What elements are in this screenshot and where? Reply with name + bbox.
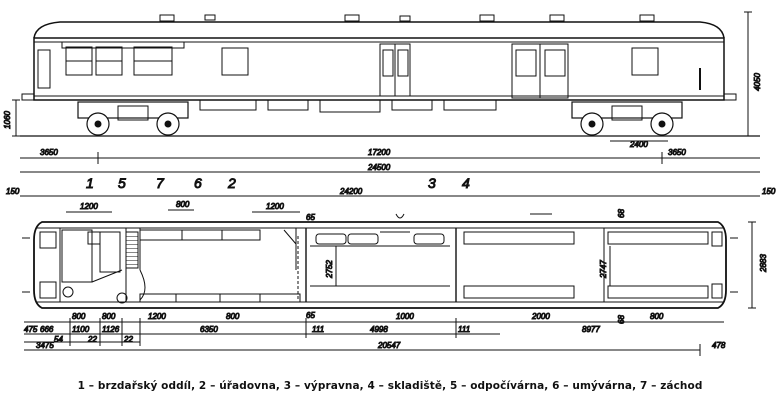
plan-inner-dimension: 65 (306, 311, 315, 320)
plan-bottom-dimension-lines (24, 318, 724, 356)
length-dimension: 3650 (40, 148, 58, 157)
roof-vent (159, 14, 175, 22)
plan-dimension: 800 (226, 312, 240, 321)
compartment-width: 2752 (325, 260, 334, 279)
plan-dimension: 1200 (148, 312, 166, 321)
plan-dimension: 1000 (396, 312, 414, 321)
room-label: 6 (194, 175, 202, 191)
plan-dimension: 1100 (72, 325, 90, 334)
body-length: 24200 (339, 187, 363, 196)
upper-panel (61, 41, 185, 49)
plan-dimension: 2000 (531, 312, 550, 321)
plan-dimension: 1200 (80, 202, 98, 211)
bogie-base-dimension: 2400 (629, 140, 648, 149)
floor-plan (22, 213, 756, 309)
underframe-box (319, 99, 381, 113)
plan-dimension: 54 (54, 335, 63, 344)
compartment-width: 2747 (599, 260, 608, 279)
room-label: 7 (156, 175, 165, 191)
roof (33, 21, 725, 39)
toilet-bowl (62, 286, 74, 298)
plan-dimension: 800 (102, 312, 116, 321)
plan-dimension: 8977 (582, 325, 600, 334)
plan-dimension: 6350 (200, 325, 218, 334)
plan-dimension: 4998 (370, 325, 388, 334)
plan-dimension: 3475 (36, 341, 54, 350)
roof-vent (344, 14, 360, 22)
plan-dimension: 1200 (266, 202, 284, 211)
end-door (37, 49, 51, 89)
buffer (21, 93, 35, 101)
underframe-box (267, 99, 309, 111)
plan-inner-dimension: 65 (306, 213, 315, 222)
floor-height-dimension: 1060 (3, 111, 12, 129)
room-label: 3 (428, 175, 436, 191)
legend-caption: 1 – brzdařský oddíl, 2 – úřadovna, 3 – v… (77, 380, 703, 392)
plan-dimension: 111 (312, 325, 324, 334)
roof-vent (399, 15, 411, 22)
overall-length: 24500 (367, 163, 391, 172)
plan-outline (33, 221, 727, 309)
roof-vent (479, 14, 495, 22)
window (631, 47, 659, 76)
plan-dimension: 475 (24, 325, 38, 334)
underframe-box (443, 99, 497, 111)
plan-dimension: 22 (123, 335, 133, 344)
plan-dimension: 20547 (377, 341, 401, 350)
length-dimension-lines (20, 152, 760, 197)
plan-dimension: 1126 (102, 325, 120, 334)
bogie-left (77, 101, 189, 136)
plan-inner-dimension: 68 (617, 209, 626, 218)
room-label: 5 (118, 175, 126, 191)
plan-dimension: 478 (712, 341, 726, 350)
length-dimension: 17200 (368, 148, 391, 157)
plan-dimension: 800 (650, 312, 664, 321)
length-dimension: 150 (762, 187, 776, 196)
room-label: 1 (86, 175, 94, 191)
room-label: 4 (462, 175, 470, 191)
bogie-right (571, 101, 683, 136)
length-dimension: 3650 (668, 148, 686, 157)
plan-dimension: 666 (40, 325, 54, 334)
roof-vent (639, 14, 655, 22)
plan-width-dimension: 2883 (759, 254, 768, 273)
plan-dimension: 800 (72, 312, 86, 321)
roof-vent (549, 14, 565, 22)
plan-dimension: 800 (176, 200, 190, 209)
brakeman-cabin (61, 229, 93, 283)
side-view (12, 11, 760, 142)
underframe-box (199, 99, 257, 111)
height-dimension: 4050 (753, 73, 762, 91)
window (221, 47, 249, 76)
roof-vent (204, 14, 216, 21)
plan-dimension: 111 (458, 325, 470, 334)
plan-inner-dimension: 68 (617, 315, 626, 324)
room-label: 2 (227, 175, 236, 191)
underframe-box (391, 99, 433, 111)
length-dimension: 150 (6, 187, 20, 196)
plan-dimension: 22 (87, 335, 97, 344)
buffer (723, 93, 737, 101)
